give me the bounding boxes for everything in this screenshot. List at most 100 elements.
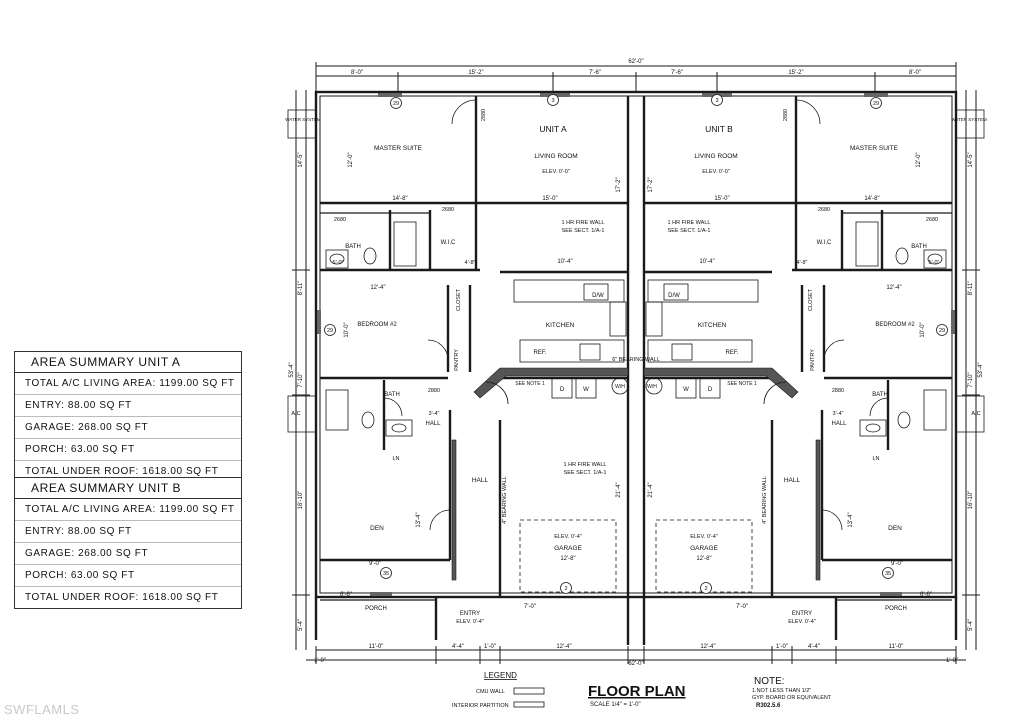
- room-label-closet: CLOSET: [808, 288, 814, 311]
- drawing-scale: SCALE 1/4" = 1'-0": [590, 702, 641, 708]
- room-label-bedroom-2: BEDROOM #2: [357, 322, 397, 328]
- bearing-wall-label: 4" BEARING WALL: [762, 476, 768, 524]
- door-tag: 2880: [783, 109, 789, 121]
- room-label-living-room: LIVING ROOM: [534, 153, 577, 160]
- room-label-pantry: PANTRY: [454, 349, 460, 371]
- dimension-label: 5'-4": [968, 619, 974, 631]
- door-tag: 2680: [926, 217, 938, 223]
- window-tag: 3: [551, 98, 554, 104]
- door-tag: 2880: [832, 388, 844, 394]
- room-label-pantry: PANTRY: [810, 349, 816, 371]
- window-tag-circle: [700, 582, 712, 594]
- room-label-garage: GARAGE: [554, 545, 582, 552]
- note-line-2: GYP. BOARD OR EQUIVALENT: [752, 695, 832, 701]
- overall-dimension: 62'-0": [628, 661, 643, 667]
- window-tag-circle: [882, 567, 894, 579]
- dimension-label: 8'-11": [298, 281, 304, 296]
- window-tag: 29: [327, 328, 333, 334]
- dimension-label: 14'-8": [864, 196, 879, 202]
- window-tag-circle: [711, 94, 723, 106]
- dimension-label: 5'-4": [298, 619, 304, 631]
- dimension-label: 7'-6": [589, 70, 601, 76]
- note-line-1: 1.NOT LESS THAN 1/2": [752, 688, 811, 694]
- bearing-wall-label: 6" BEARING WALL: [612, 357, 660, 363]
- dimension-label: 13'-4": [848, 512, 854, 527]
- dimension-label: 12'-4": [886, 285, 901, 291]
- equipment-label-ac: A/C: [291, 411, 300, 417]
- room-label-living-room: LIVING ROOM: [694, 153, 737, 160]
- window-tag-circle: [560, 582, 572, 594]
- dimension-label: 4'-8": [797, 260, 808, 266]
- dimension-label: 10'-4": [557, 259, 572, 265]
- appliance-label-washer: W: [583, 387, 589, 393]
- room-label-master-suite: MASTER SUITE: [850, 145, 899, 152]
- room-label-bath: BATH: [911, 244, 927, 250]
- appliance-label-ref: REF.: [533, 350, 546, 356]
- appliance-label-dw: D/W: [668, 293, 680, 299]
- dimension-label: 8'-11": [968, 281, 974, 296]
- dimension-label: 14'-5": [298, 152, 304, 167]
- appliance-label-ref: REF.: [725, 350, 738, 356]
- bearing-wall-label: 4" BEARING WALL: [502, 476, 508, 524]
- window-tag: 29: [393, 101, 399, 107]
- room-label-den: DEN: [370, 525, 384, 532]
- window-tag-circle: [936, 324, 948, 336]
- dimension-label: 7'-0": [736, 604, 748, 610]
- room-label-bath: BATH: [345, 244, 361, 250]
- unit-label: UNIT B: [705, 124, 733, 134]
- elevation-label: ELEV. 0'-4": [788, 619, 816, 625]
- window-tag: 35: [885, 571, 891, 577]
- area-summary-title: AREA SUMMARY UNIT B: [15, 478, 241, 499]
- dimension-label: 5'-0": [929, 260, 940, 266]
- room-label-closet: CLOSET: [456, 288, 462, 311]
- dimension-label: 8'-0": [909, 70, 921, 76]
- elevation-label: ELEV. 0'-4": [456, 619, 484, 625]
- dimension-label: 10'-4": [699, 259, 714, 265]
- room-label-bedroom-2: BEDROOM #2: [875, 322, 915, 328]
- area-summary-row: PORCH: 63.00 SQ FT: [15, 565, 241, 587]
- note-reference: SEE NOTE 1: [727, 381, 757, 387]
- fire-wall-label: SEE SECT. 1/A-1: [562, 228, 605, 234]
- room-label-porch: PORCH: [885, 606, 907, 612]
- legend-cmu-label: CMU WALL: [476, 689, 505, 695]
- dimension-label: 15'-0": [714, 196, 729, 202]
- dimension-label: 11'-0": [889, 644, 904, 650]
- dimension-label: 16'-10": [968, 491, 974, 510]
- fire-wall-label: 1 HR FIRE WALL: [562, 220, 605, 226]
- legend-cmu-swatch: [513, 687, 545, 695]
- window-tag: 2: [564, 586, 567, 592]
- room-label-linen: LN: [872, 456, 879, 462]
- area-summary-row: ENTRY: 88.00 SQ FT: [15, 521, 241, 543]
- dimension-label: 7'-10": [298, 372, 304, 387]
- area-summary-unit-a: AREA SUMMARY UNIT A TOTAL A/C LIVING ARE…: [14, 351, 242, 483]
- dimension-label: 12'-4": [370, 285, 385, 291]
- dimension-label: 21'-4": [616, 482, 622, 497]
- window-tag-circle: [547, 94, 559, 106]
- watermark: SWFLAMLS: [4, 702, 80, 717]
- equipment-label-ac: A/C: [971, 411, 980, 417]
- dimension-label: 15'-0": [542, 196, 557, 202]
- window-tag: 2: [704, 586, 707, 592]
- title-block: FLOOR PLAN SCALE 1/4" = 1'-0": [588, 683, 686, 708]
- equipment-label-water-system: WATER SYSTEM: [285, 117, 321, 122]
- note-block: NOTE: 1.NOT LESS THAN 1/2" GYP. BOARD OR…: [752, 676, 832, 709]
- room-label-hall: HALL: [784, 477, 801, 484]
- dimension-label: 1'-0": [776, 644, 788, 650]
- dimension-label: 21'-4": [648, 482, 654, 497]
- dimension-label: 12'-0": [916, 152, 922, 167]
- area-summary-row: GARAGE: 268.00 SQ FT: [15, 543, 241, 565]
- room-label-entry: ENTRY: [460, 611, 480, 617]
- dimension-label: 17'-2": [616, 177, 622, 192]
- equipment-label-water-system: WATER SYSTEM: [951, 117, 987, 122]
- fire-wall-label: SEE SECT. 1/A-1: [564, 470, 607, 476]
- unit-label: UNIT A: [539, 124, 567, 134]
- window-tag: 3: [715, 98, 718, 104]
- drawing-title: FLOOR PLAN: [588, 683, 686, 700]
- legend-title: LEGEND: [484, 671, 517, 680]
- appliance-label-wh: W/H: [615, 384, 625, 390]
- dimension-label: 4'-4": [452, 644, 464, 650]
- dimension-label: 11'-0": [369, 644, 384, 650]
- elevation-label: ELEV. 0'-0": [702, 169, 730, 175]
- dimension-label: 15'-2": [468, 70, 483, 76]
